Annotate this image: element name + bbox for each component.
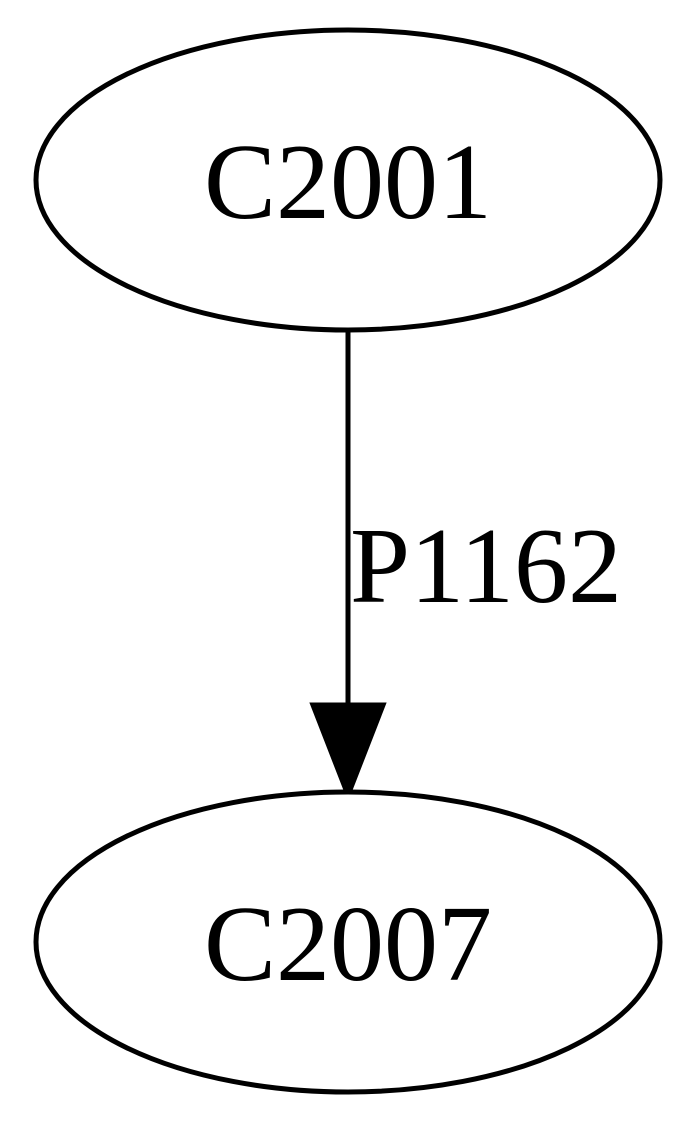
node-c2007-label: C2007 (204, 885, 492, 1004)
node-c2001: C2001 (33, 27, 663, 333)
edge-c2001-c2007: P1162 (309, 330, 622, 802)
node-c2007: C2007 (33, 789, 663, 1095)
edge-label: P1162 (350, 507, 622, 626)
edge-arrowhead (309, 702, 387, 802)
node-c2007-shape (33, 789, 663, 1095)
node-c2001-label: C2001 (204, 123, 492, 242)
